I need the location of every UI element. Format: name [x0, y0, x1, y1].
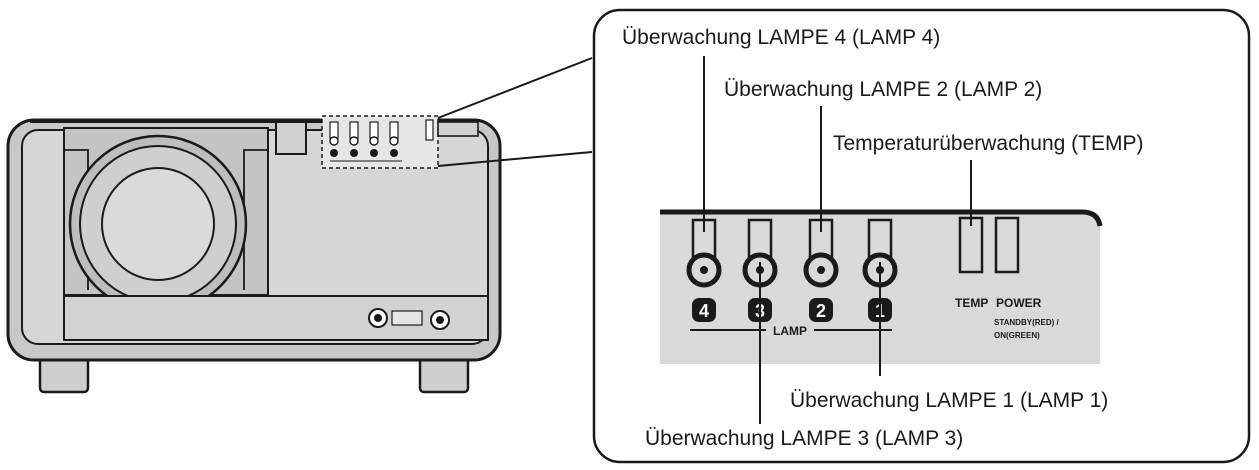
projector-mini-indicators [329, 119, 434, 162]
power-sub-label-2: ON(GREEN) [994, 331, 1040, 340]
lamp-badge-4 [692, 298, 716, 322]
power-indicator-icon [994, 216, 1020, 274]
callout-label-lamp1: Überwachung LAMPE 1 (LAMP 1) [790, 389, 1108, 412]
projector-connectors [368, 308, 450, 330]
temp-indicator-icon [958, 216, 984, 274]
callout-label-temp: Temperaturüberwachung (TEMP) [833, 132, 1143, 155]
projector-sensor [275, 121, 307, 155]
projector-body [6, 115, 502, 394]
zoom-leader-lines [437, 57, 593, 167]
callout-label-lamp4: Überwachung LAMPE 4 (LAMP 4) [622, 26, 940, 49]
lamp-indicator-2 [803, 218, 839, 288]
power-sub-label-1: STANDBY(RED) / [994, 318, 1060, 327]
callout-label-lamp3: Überwachung LAMPE 3 (LAMP 3) [645, 427, 963, 450]
lamp-number-2: 2 [816, 301, 826, 321]
indicator-panel-highlight [321, 115, 439, 169]
projector-lower-shelf [63, 295, 489, 341]
lamp-badge-2 [809, 298, 833, 322]
lamp-number-4: 4 [699, 301, 709, 321]
lamp-group-label: LAMP [773, 324, 807, 338]
temp-label: TEMP [955, 296, 988, 310]
callout-label-lamp2: Überwachung LAMPE 2 (LAMP 2) [724, 78, 1042, 101]
lens-glass [101, 167, 215, 281]
callout-leader-lines [703, 56, 972, 424]
lamp-indicator-4 [686, 218, 722, 288]
power-label: POWER [996, 296, 1042, 310]
